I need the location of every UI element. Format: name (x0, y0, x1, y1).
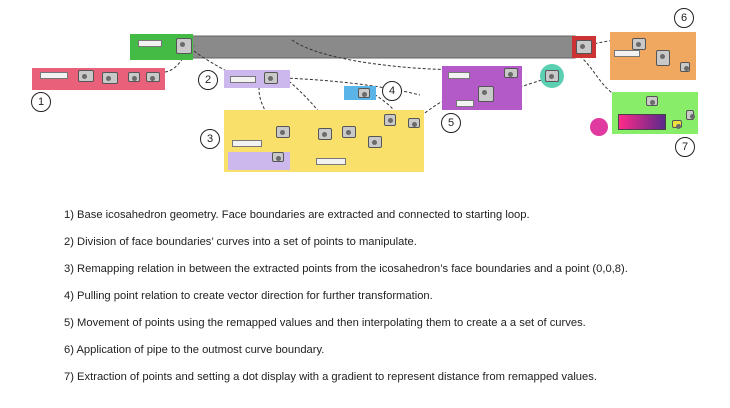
component-node[interactable] (368, 136, 382, 148)
component-node[interactable] (656, 50, 670, 66)
component-node[interactable] (686, 110, 695, 120)
component-node[interactable] (264, 72, 278, 84)
panel (230, 76, 256, 83)
component-node[interactable] (358, 88, 370, 98)
component-node[interactable] (504, 68, 518, 78)
gradient-dot (590, 118, 608, 136)
panel (614, 50, 640, 57)
component-node[interactable] (318, 128, 332, 140)
note-4: 4) Pulling point relation to create vect… (64, 290, 433, 302)
step-notes: 1) Base icosahedron geometry. Face bound… (64, 202, 704, 391)
component-node[interactable] (672, 120, 682, 129)
note-1: 1) Base icosahedron geometry. Face bound… (64, 209, 530, 221)
component-node[interactable] (342, 126, 356, 138)
component-node[interactable] (384, 114, 396, 126)
note-6: 6) Application of pipe to the outmost cu… (64, 344, 325, 356)
panel (316, 158, 346, 165)
component-node[interactable] (680, 62, 690, 72)
marker-4: 4 (382, 81, 402, 101)
component-node[interactable] (272, 152, 284, 162)
marker-1: 1 (31, 92, 51, 112)
loop-end-node[interactable] (576, 40, 592, 54)
panel (232, 140, 262, 147)
component-node[interactable] (128, 72, 140, 82)
loop-band (191, 35, 576, 59)
component-node[interactable] (545, 70, 559, 82)
note-5: 5) Movement of points using the remapped… (64, 317, 586, 329)
component-node[interactable] (478, 86, 494, 102)
marker-6: 6 (674, 8, 694, 28)
grasshopper-definition-canvas: 1 2 3 4 5 6 7 (0, 0, 730, 190)
panel (40, 72, 68, 79)
component-node[interactable] (646, 96, 658, 106)
gradient-component[interactable] (618, 114, 666, 130)
loop-start-node[interactable] (176, 38, 192, 54)
component-node[interactable] (102, 72, 118, 84)
component-node[interactable] (408, 118, 420, 128)
marker-5: 5 (441, 113, 461, 133)
component-node[interactable] (146, 72, 160, 82)
component-node[interactable] (632, 38, 646, 50)
panel (456, 100, 474, 107)
marker-3: 3 (200, 129, 220, 149)
marker-2: 2 (198, 70, 218, 90)
note-2: 2) Division of face boundaries’ curves i… (64, 236, 417, 248)
note-3: 3) Remapping relation in between the ext… (64, 263, 628, 275)
component-node[interactable] (276, 126, 290, 138)
panel (448, 72, 470, 79)
panel (138, 40, 162, 47)
component-node[interactable] (78, 70, 94, 82)
note-7: 7) Extraction of points and setting a do… (64, 371, 597, 383)
marker-7: 7 (675, 137, 695, 157)
